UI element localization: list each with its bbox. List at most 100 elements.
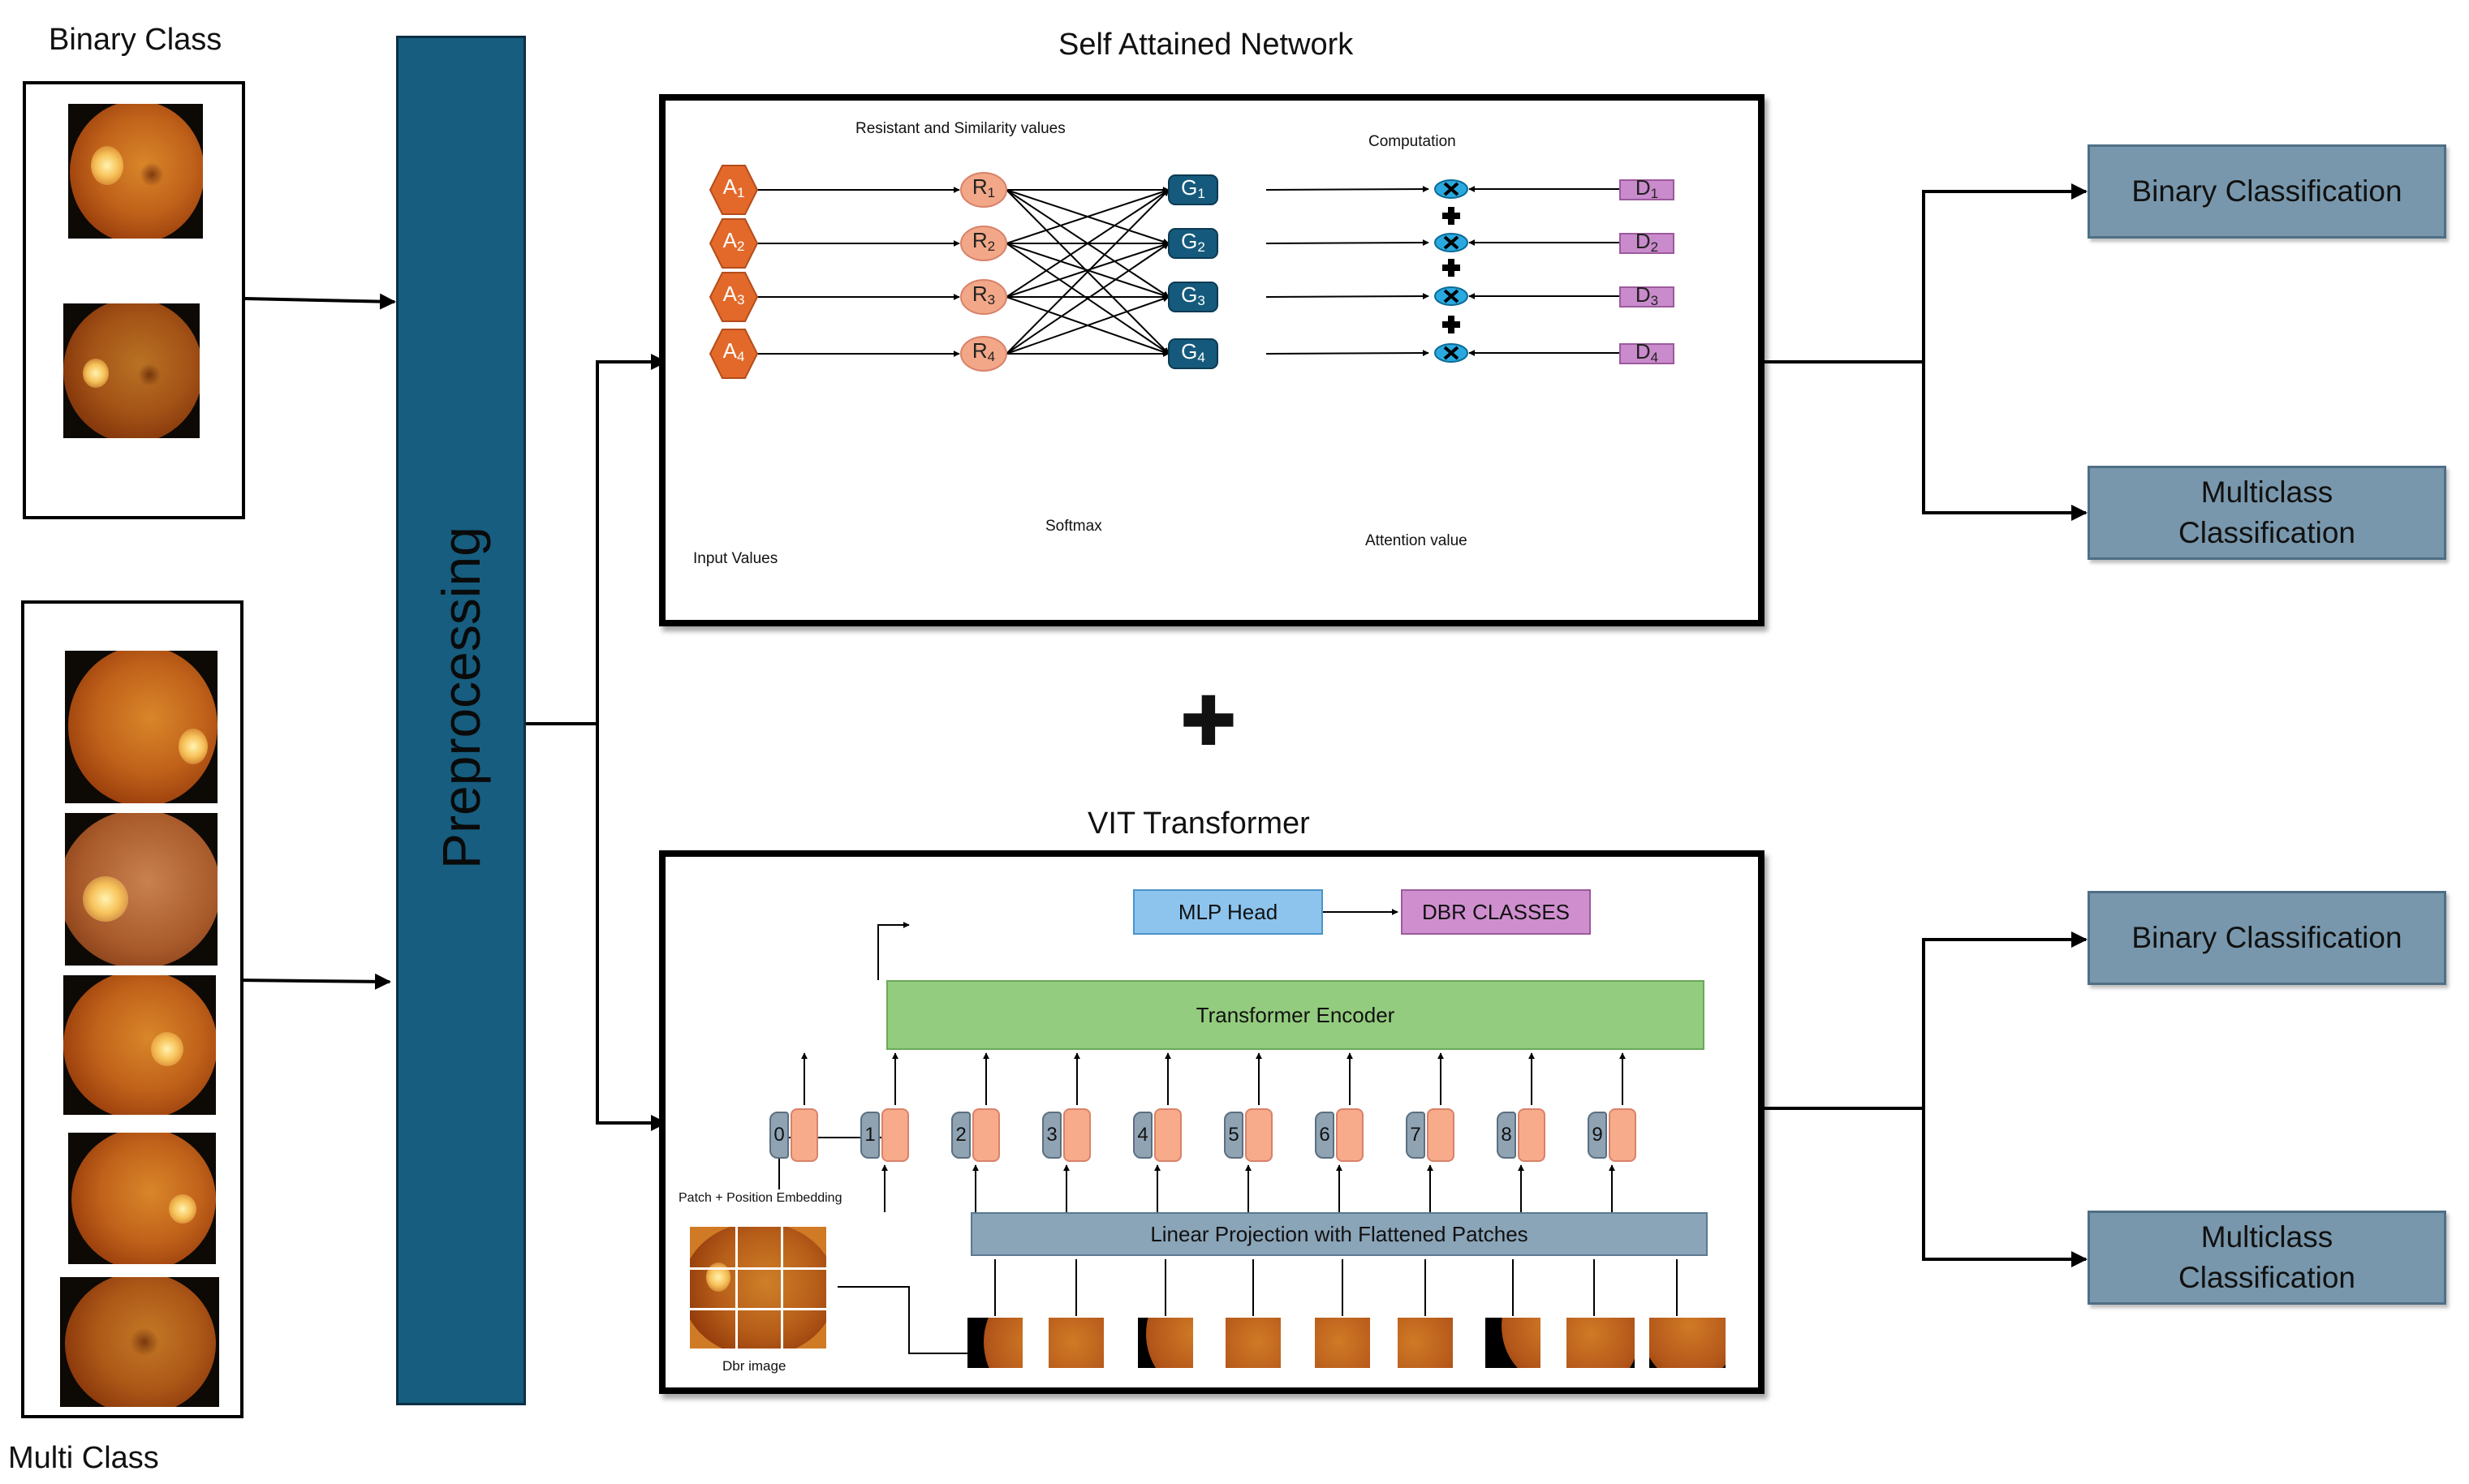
position-token: 3 xyxy=(1042,1108,1091,1162)
svg-text:D4: D4 xyxy=(1635,339,1658,366)
token-index: 0 xyxy=(769,1112,789,1159)
position-token: 4 xyxy=(1133,1108,1182,1162)
softmax-label: Softmax xyxy=(1045,518,1102,535)
input-node-a2: A2 xyxy=(709,218,759,269)
dbr-image-grid xyxy=(690,1227,826,1349)
gate-node-g3: G3 xyxy=(1168,282,1218,312)
top-multiclass-classification: Multiclass Classification xyxy=(2088,466,2446,560)
token-index: 1 xyxy=(860,1112,880,1159)
gate-node-g2: G2 xyxy=(1168,228,1218,259)
position-token: 7 xyxy=(1406,1108,1454,1162)
retina-image xyxy=(63,975,216,1115)
retina-image xyxy=(60,1277,219,1407)
svg-text:D1: D1 xyxy=(1635,175,1658,202)
input-node-a3: A3 xyxy=(709,272,759,322)
token-index: 6 xyxy=(1315,1112,1334,1159)
input-values-label: Input Values xyxy=(693,550,778,567)
retina-image xyxy=(65,813,218,966)
token-index: 5 xyxy=(1224,1112,1243,1159)
patch-embedding-token xyxy=(791,1108,818,1162)
dbr-classes-box: DBR CLASSES xyxy=(1401,889,1591,935)
token-index: 3 xyxy=(1042,1112,1062,1159)
patch-embedding-token xyxy=(881,1108,909,1162)
vit-title: VIT Transformer xyxy=(1088,807,1310,841)
patch-embedding-token xyxy=(1518,1108,1545,1162)
patch-embedding-token xyxy=(1063,1108,1091,1162)
position-token: 5 xyxy=(1224,1108,1273,1162)
top-multi-line1: Multiclass xyxy=(2200,475,2333,509)
binary-class-title: Binary Class xyxy=(49,23,222,57)
plus-icon xyxy=(1442,207,1460,225)
multi-class-title: Multi Class xyxy=(8,1441,159,1475)
value-node-d1: D1 xyxy=(1619,175,1674,202)
patch-embedding-token xyxy=(1154,1108,1182,1162)
retina-image xyxy=(63,303,200,438)
token-index: 2 xyxy=(951,1112,971,1159)
image-patch xyxy=(1138,1318,1193,1368)
transformer-encoder-box: Transformer Encoder xyxy=(886,980,1704,1050)
multiply-operator-icon xyxy=(1434,343,1468,363)
image-patch xyxy=(1315,1318,1370,1368)
multiply-operator-icon xyxy=(1434,179,1468,199)
plus-icon: ✚ xyxy=(1179,683,1238,759)
patch-embedding-label: Patch + Position Embedding xyxy=(679,1191,842,1205)
vit-panel: MLP Head DBR CLASSES Transformer Encoder… xyxy=(659,850,1764,1394)
position-token: 2 xyxy=(951,1108,1000,1162)
bottom-binary-classification: Binary Classification xyxy=(2088,891,2446,985)
vit-connectors xyxy=(778,909,1678,1357)
gate-node-g1: G1 xyxy=(1168,174,1218,205)
multiply-operator-icon xyxy=(1434,233,1468,252)
similarity-label: Resistant and Similarity values xyxy=(855,120,1066,137)
similarity-node-r1: R1 xyxy=(960,172,1007,208)
image-patch xyxy=(967,1318,1023,1368)
position-token: 0 xyxy=(769,1108,818,1162)
value-node-d3: D3 xyxy=(1619,282,1674,309)
patch-embedding-token xyxy=(972,1108,1000,1162)
image-patch xyxy=(1226,1318,1281,1368)
top-multi-line2: Classification xyxy=(2178,516,2355,549)
patch-embedding-token xyxy=(1336,1108,1364,1162)
multi-class-panel xyxy=(21,600,243,1418)
retina-image xyxy=(65,651,218,803)
patch-embedding-token xyxy=(1245,1108,1273,1162)
computation-label: Computation xyxy=(1368,133,1456,150)
token-index: 7 xyxy=(1406,1112,1425,1159)
binary-class-panel xyxy=(23,81,245,519)
mlp-head-box: MLP Head xyxy=(1133,889,1323,935)
san-title: Self Attained Network xyxy=(1058,28,1354,62)
retina-image xyxy=(68,104,203,239)
value-node-d4: D4 xyxy=(1619,339,1674,366)
bottom-multi-line1: Multiclass xyxy=(2200,1220,2333,1254)
position-token: 1 xyxy=(860,1108,909,1162)
top-binary-classification: Binary Classification xyxy=(2088,144,2446,239)
similarity-node-r4: R4 xyxy=(960,336,1007,372)
svg-text:D3: D3 xyxy=(1635,282,1658,309)
multiply-operator-icon xyxy=(1434,286,1468,306)
preprocessing-label: Preprocessing xyxy=(431,527,491,869)
plus-icon xyxy=(1442,316,1460,333)
retina-image xyxy=(68,1133,216,1264)
image-patch xyxy=(1485,1318,1540,1368)
attention-value-label: Attention value xyxy=(1365,532,1467,549)
image-patch xyxy=(1566,1318,1635,1368)
image-patch xyxy=(1049,1318,1104,1368)
patch-embedding-token xyxy=(1609,1108,1636,1162)
bottom-multi-line2: Classification xyxy=(2178,1261,2355,1294)
bottom-binary-label: Binary Classification xyxy=(2131,921,2402,954)
top-binary-label: Binary Classification xyxy=(2131,174,2402,208)
similarity-node-r3: R3 xyxy=(960,279,1007,315)
image-patch xyxy=(1398,1318,1453,1368)
position-token: 9 xyxy=(1588,1108,1636,1162)
position-token: 6 xyxy=(1315,1108,1364,1162)
plus-icon xyxy=(1442,259,1460,277)
input-node-a4: A4 xyxy=(709,329,759,379)
patch-embedding-token xyxy=(1427,1108,1454,1162)
similarity-node-r2: R2 xyxy=(960,226,1007,261)
token-index: 9 xyxy=(1588,1112,1607,1159)
gate-node-g4: G4 xyxy=(1168,338,1218,369)
position-token: 8 xyxy=(1497,1108,1545,1162)
svg-text:D2: D2 xyxy=(1635,229,1658,256)
